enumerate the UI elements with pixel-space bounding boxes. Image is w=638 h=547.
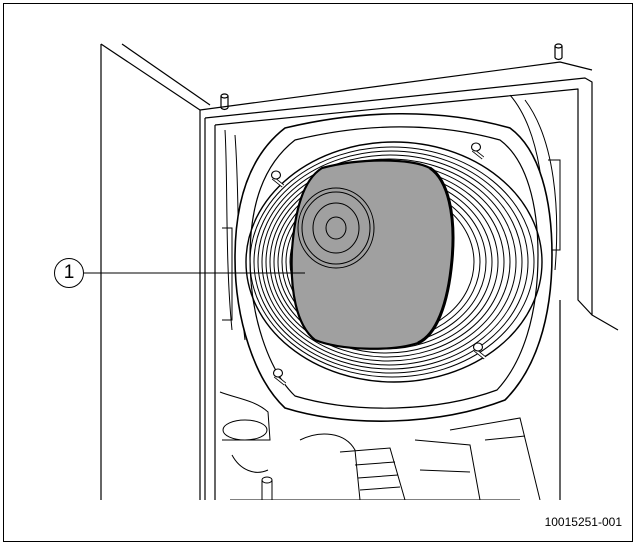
burner-door-insulation <box>290 159 455 350</box>
casing-front-frame <box>199 61 619 500</box>
figure-id: 10015251-001 <box>544 515 622 529</box>
callout-1: 1 <box>54 258 84 288</box>
casing-pins <box>220 43 563 111</box>
fixing-bolts <box>270 142 487 386</box>
figure-frame <box>3 3 633 542</box>
casing-side-panel <box>100 43 211 500</box>
